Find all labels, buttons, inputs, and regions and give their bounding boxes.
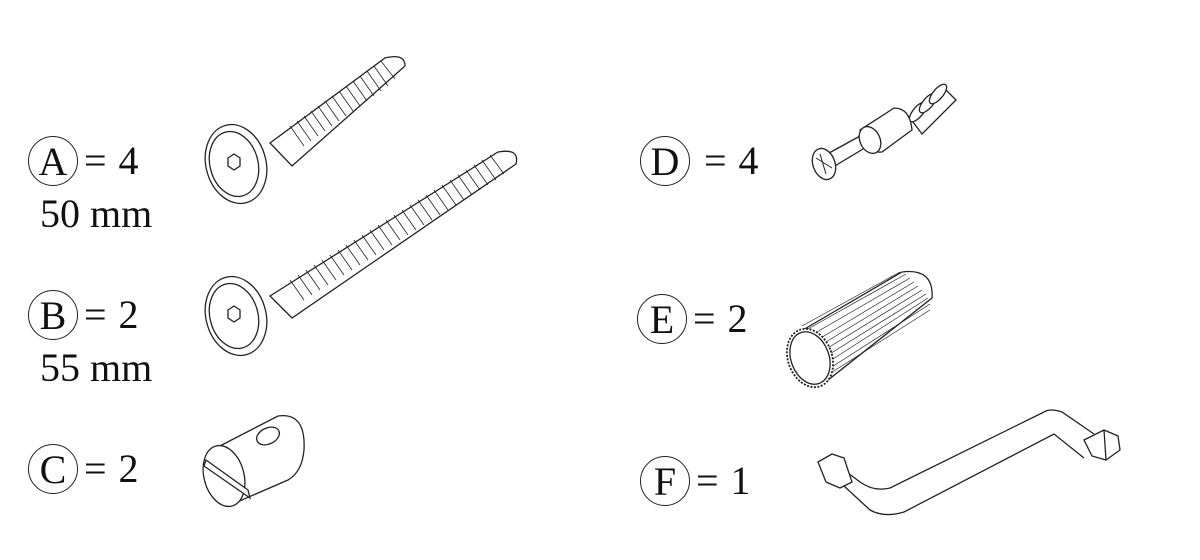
- barrel-nut-icon: [198, 410, 310, 512]
- part-f-label: F = 1: [640, 456, 752, 506]
- part-b-size: 55 mm: [40, 345, 153, 390]
- joint-connector-bolt-short-icon: [200, 48, 420, 208]
- part-b-label: B = 2: [28, 290, 140, 340]
- part-d-label: D = 4: [640, 136, 760, 186]
- part-f-letter: F: [640, 456, 690, 506]
- part-b-quantity: = 2: [84, 292, 140, 337]
- part-c-letter: C: [28, 444, 78, 494]
- part-f-quantity: = 1: [696, 458, 752, 503]
- part-a-size: 50 mm: [40, 191, 153, 236]
- part-e-label: E = 2: [637, 294, 749, 344]
- part-c-label: C = 2: [28, 444, 140, 494]
- part-b-letter: B: [28, 290, 78, 340]
- allen-key-icon: [814, 406, 1130, 522]
- part-e-letter: E: [637, 294, 687, 344]
- wooden-dowel-icon: [782, 268, 938, 390]
- part-a-label: A = 4: [28, 136, 140, 186]
- part-a-quantity: = 4: [84, 138, 140, 183]
- part-d-letter: D: [640, 136, 690, 186]
- part-d-quantity: = 4: [704, 138, 760, 183]
- part-c-quantity: = 2: [84, 446, 140, 491]
- part-e-quantity: = 2: [693, 296, 749, 341]
- cam-lock-dowel-icon: [810, 78, 960, 184]
- part-a-letter: A: [28, 136, 78, 186]
- joint-connector-bolt-long-icon: [198, 144, 528, 359]
